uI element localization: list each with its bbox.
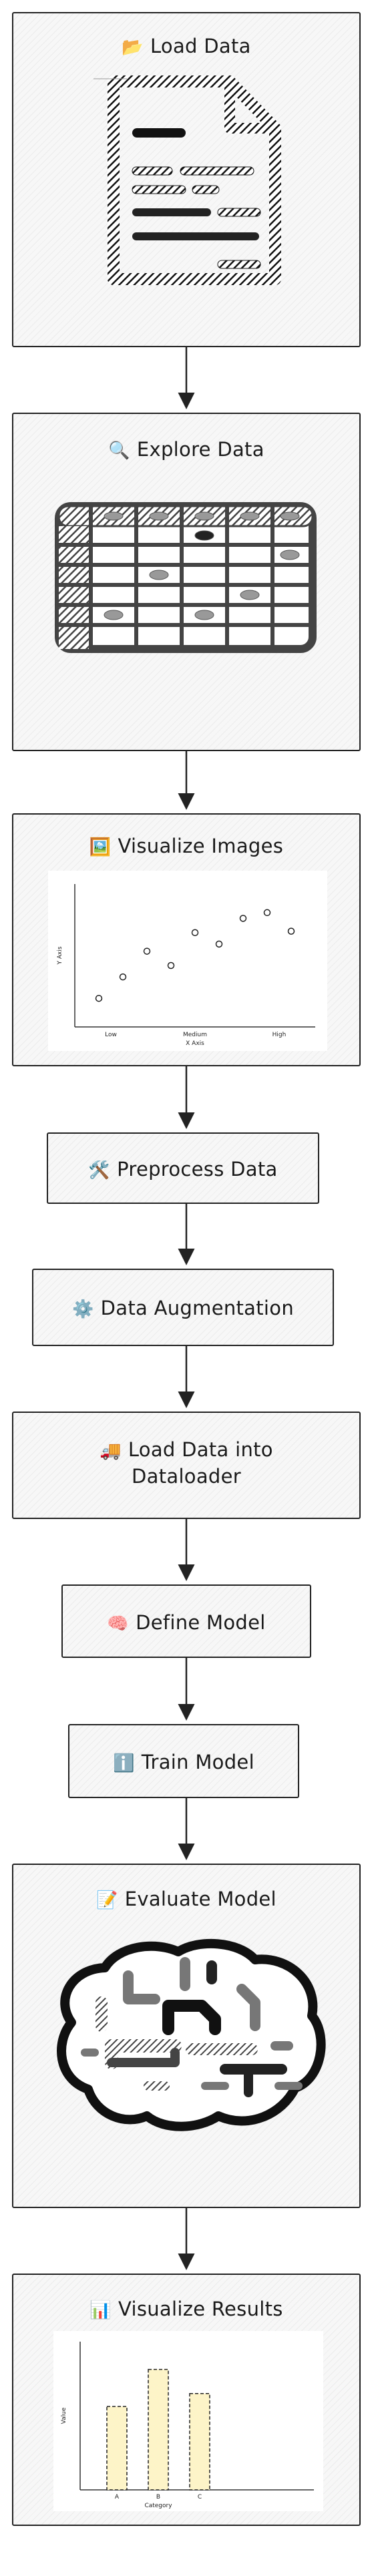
bar-panel: A B C Category Value	[53, 2331, 323, 2511]
tools-icon: 🛠️	[88, 1160, 111, 1180]
step-title: 📝 Evaluate Model	[13, 1888, 359, 1910]
bar-chart-icon: 📊	[89, 2300, 112, 2320]
step-define-model: 🧠 Define Model	[61, 1584, 311, 1658]
step-label: Load Data into	[128, 1438, 273, 1461]
scatter-point-6	[215, 940, 223, 948]
x-tick-label-c: C	[198, 2494, 202, 2501]
x-axis-label: Category	[144, 2503, 172, 2509]
step-label: Data Augmentation	[100, 1297, 295, 1319]
step-title: 📊 Visualize Results	[13, 2298, 359, 2320]
step-load-dataloader: 🚚 Load Data into Dataloader	[12, 1412, 361, 1519]
scatter-panel: Low Medium High X Axis Y Axis	[48, 871, 327, 1051]
step-evaluate-model: 📝 Evaluate Model	[12, 1864, 361, 2208]
picture-icon: 🖼️	[89, 837, 112, 857]
bar-b	[148, 2368, 169, 2491]
step-label: Define Model	[136, 1611, 266, 1634]
step-preprocess-data: 🛠️ Preprocess Data	[47, 1132, 319, 1204]
table-icon	[55, 502, 317, 653]
step-label: Load Data	[150, 35, 251, 57]
step-label: Train Model	[141, 1751, 254, 1773]
scatter-point-3	[143, 947, 151, 955]
scatter-point-7	[239, 915, 247, 922]
scatter-point-8	[263, 909, 271, 917]
bar-c	[189, 2392, 210, 2491]
step-data-augmentation: ⚙️ Data Augmentation	[32, 1269, 334, 1346]
x-tick-label-high: High	[272, 1032, 287, 1038]
step-title: ℹ️ Train Model	[69, 1751, 298, 1773]
gear-icon: ⚙️	[71, 1299, 94, 1319]
brain-icon: 🧠	[107, 1614, 130, 1634]
folder-icon: 📂	[122, 37, 144, 57]
scatter-point-9	[287, 927, 295, 935]
step-load-data: 📂 Load Data	[12, 12, 361, 347]
step-visualize-images: 🖼️ Visualize Images Low Medium High X Axis Y …	[12, 813, 361, 1066]
brain-circuit-icon	[57, 1938, 326, 2131]
x-tick-label-medium: Medium	[183, 1032, 207, 1038]
truck-icon: 🚚	[100, 1441, 122, 1461]
step-visualize-results: 📊 Visualize Results A B C Category Value	[12, 2274, 361, 2526]
step-label: Visualize Images	[118, 835, 284, 857]
step-label: Visualize Results	[118, 2298, 283, 2320]
magnifier-icon: 🔍	[108, 441, 130, 461]
x-tick-label-low: Low	[105, 1032, 117, 1038]
y-axis-label: Value	[61, 2407, 67, 2424]
step-label-line2: Dataloader	[132, 1465, 241, 1488]
bar-a	[106, 2406, 128, 2491]
x-axis-label: X Axis	[186, 1040, 204, 1047]
step-title: 🔍 Explore Data	[13, 438, 359, 461]
step-label: Explore Data	[136, 438, 264, 461]
step-explore-data: 🔍 Explore Data	[12, 413, 361, 751]
x-tick-label-b: B	[156, 2494, 160, 2501]
scatter-chart: Low Medium High X Axis Y Axis	[57, 884, 315, 1047]
step-label: Preprocess Data	[117, 1158, 278, 1180]
step-title: 📂 Load Data	[13, 35, 359, 57]
step-title: 🛠️ Preprocess Data	[48, 1158, 318, 1180]
scatter-point-1	[95, 994, 103, 1002]
step-title: 🧠 Define Model	[63, 1611, 310, 1634]
x-tick-label-a: A	[115, 2494, 120, 2501]
memo-icon: 📝	[96, 1890, 118, 1910]
step-title: ⚙️ Data Augmentation	[33, 1297, 333, 1319]
scatter-point-2	[119, 973, 127, 981]
y-axis-label: Y Axis	[57, 946, 63, 965]
step-train-model: ℹ️ Train Model	[68, 1724, 299, 1798]
scatter-point-5	[191, 929, 199, 937]
step-label: Evaluate Model	[124, 1888, 276, 1910]
scatter-point-4	[167, 961, 175, 970]
step-title: 🖼️ Visualize Images	[13, 835, 359, 857]
step-title: 🚚 Load Data into Dataloader	[13, 1438, 359, 1488]
info-icon: ℹ️	[113, 1753, 135, 1773]
bar-chart: A B C Category Value	[61, 2342, 314, 2509]
document-icon	[94, 75, 281, 285]
